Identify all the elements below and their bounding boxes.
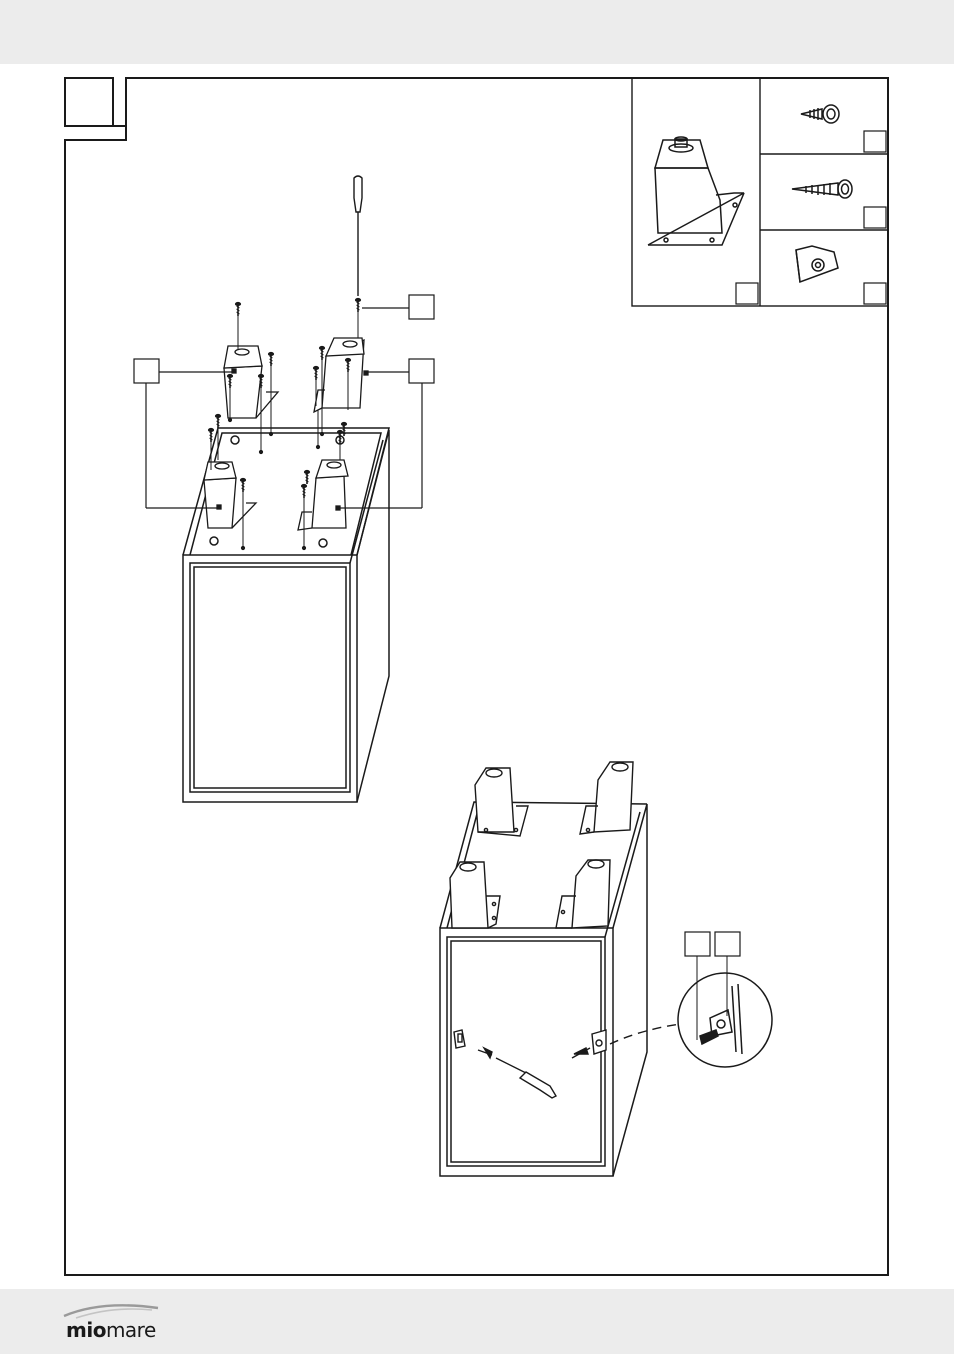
callout-box (134, 359, 159, 383)
logo-light-part: mare (106, 1318, 156, 1342)
brand-logo-text: miomare (66, 1318, 156, 1342)
logo-bold-part: mio (66, 1318, 106, 1342)
step-frame (65, 78, 888, 1275)
parts-legend (632, 78, 888, 306)
long-screw-icon (792, 180, 852, 198)
callout-box (409, 295, 434, 319)
screwdriver-upper (354, 176, 362, 296)
part-count-box (864, 207, 886, 228)
furniture-leg-icon (648, 137, 744, 245)
part-count-box (736, 283, 758, 304)
wall-bracket-icon (796, 246, 838, 282)
callout-box (409, 359, 434, 383)
callout-box (715, 932, 740, 956)
step-badge (65, 78, 113, 126)
part-count-box (864, 283, 886, 304)
detail-circle (678, 932, 772, 1067)
bracket-assembly-lower (454, 1024, 680, 1098)
leg-front-left (204, 462, 256, 528)
legs-lower (450, 762, 633, 928)
short-screw-icon (801, 105, 839, 123)
cabinet-lower (440, 802, 647, 1176)
callout-box (685, 932, 710, 956)
part-count-box (864, 131, 886, 152)
